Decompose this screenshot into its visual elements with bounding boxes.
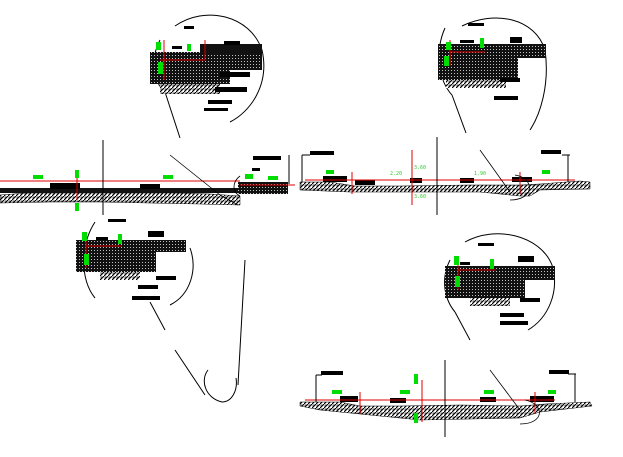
detail-bubble-mid-right (444, 233, 556, 341)
dim-label-right-b: 1.90 (474, 171, 486, 177)
detail-bubble-mid-left (76, 219, 246, 403)
detail-bubble-top-left (150, 14, 265, 139)
road-section-right: 2.20 3.60 3.60 1.90 (299, 137, 591, 215)
dim-label-right-a: 3.60 (414, 194, 426, 200)
dim-label-left-b: 3.60 (414, 165, 426, 171)
detail-bubble-top-right (438, 17, 547, 134)
road-section-bottom (299, 360, 593, 437)
dim-label-left-a: 2.20 (390, 171, 402, 177)
road-section-left (0, 140, 295, 215)
